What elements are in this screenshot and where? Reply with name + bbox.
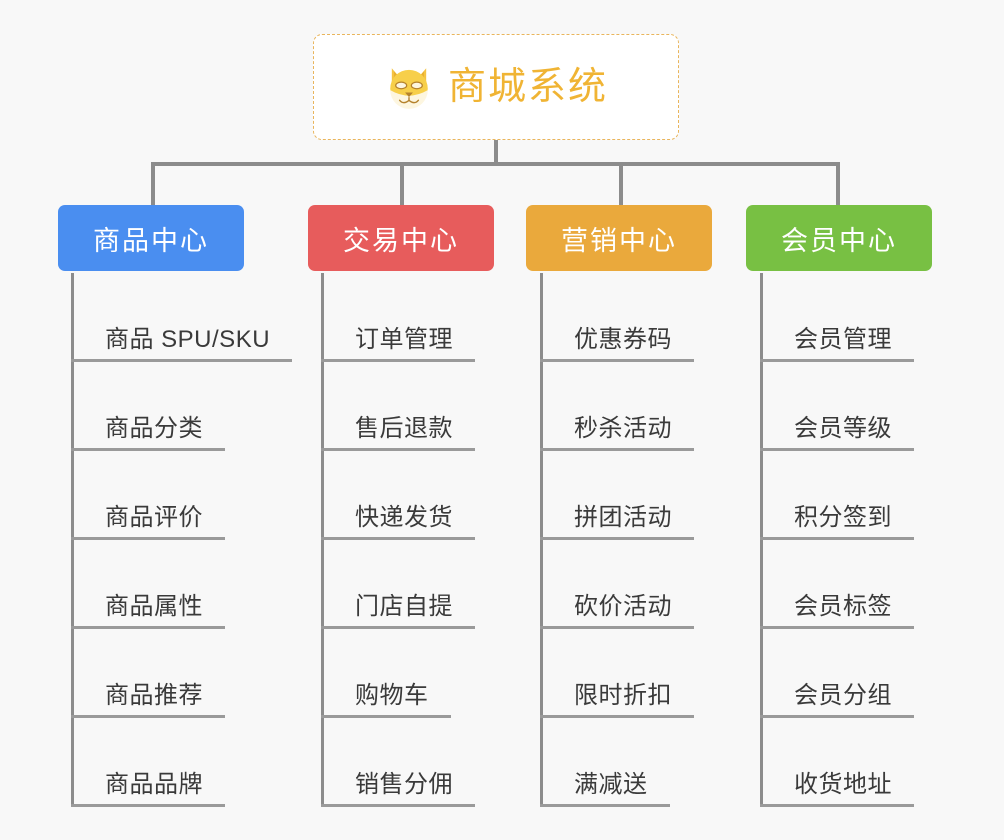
leaf-item[interactable]: 满减送 [540,718,670,807]
category-label: 交易中心 [343,225,459,256]
leaf-item[interactable]: 商品推荐 [71,629,225,718]
leaf-item[interactable]: 商品属性 [71,540,225,629]
root-stem-connector [494,140,498,165]
leaf-trunk-line [321,273,324,807]
leaf-item[interactable]: 销售分佣 [321,718,475,807]
leaf-item-label: 拼团活动 [574,503,672,531]
root-node-title: 商城系统 [447,66,608,108]
leaf-item-label: 售后退款 [355,414,453,442]
leaf-item[interactable]: 积分签到 [760,451,914,540]
drop-connector-1 [151,162,155,206]
leaf-item[interactable]: 会员标签 [760,540,914,629]
leaf-item-label: 商品品牌 [105,770,203,798]
leaf-item-label: 满减送 [574,770,648,798]
leaf-item[interactable]: 商品分类 [71,362,225,451]
leaf-item[interactable]: 商品评价 [71,451,225,540]
leaf-item-label: 秒杀活动 [574,414,672,442]
leaf-item[interactable]: 秒杀活动 [540,362,694,451]
leaf-item[interactable]: 订单管理 [321,273,475,362]
leaf-item[interactable]: 收货地址 [760,718,914,807]
category-label: 营销中心 [561,225,677,256]
leaf-item-label: 商品属性 [105,592,203,620]
drop-connector-4 [836,162,840,206]
drop-connector-3 [619,162,623,206]
drop-connector-2 [400,162,404,206]
leaf-item[interactable]: 门店自提 [321,540,475,629]
leaf-item-label: 砍价活动 [574,592,672,620]
leaf-item-label: 商品分类 [105,414,203,442]
leaf-item-label: 商品 SPU/SKU [105,325,271,353]
leaf-item[interactable]: 购物车 [321,629,451,718]
leaf-item-label: 快递发货 [355,503,453,531]
root-node-shop-system[interactable]: 商城系统 [313,34,679,140]
category-label: 会员中心 [781,225,897,256]
leaf-item[interactable]: 会员分组 [760,629,914,718]
leaf-trunk-line [71,273,74,807]
leaf-item[interactable]: 砍价活动 [540,540,694,629]
leaf-item[interactable]: 拼团活动 [540,451,694,540]
category-box-product-center[interactable]: 商品中心 [58,205,244,271]
leaf-item-label: 积分签到 [794,503,892,531]
leaf-trunk-line [760,273,763,807]
leaf-item[interactable]: 优惠券码 [540,273,694,362]
leaf-item[interactable]: 售后退款 [321,362,475,451]
leaf-item[interactable]: 限时折扣 [540,629,694,718]
category-box-marketing-center[interactable]: 营销中心 [526,205,712,271]
leaf-item[interactable]: 快递发货 [321,451,475,540]
leaf-item-label: 收货地址 [794,770,892,798]
leaf-item-label: 销售分佣 [355,770,453,798]
leaf-item-label: 会员标签 [794,592,892,620]
horizontal-bus-connector [151,162,839,166]
leaf-item[interactable]: 会员管理 [760,273,914,362]
leaf-item-label: 限时折扣 [574,681,672,709]
dog-face-icon [384,62,434,112]
leaf-trunk-line [540,273,543,807]
leaf-item-label: 订单管理 [355,325,453,353]
leaf-item-label: 门店自提 [355,592,453,620]
leaf-item-label: 会员管理 [794,325,892,353]
category-box-trade-center[interactable]: 交易中心 [308,205,494,271]
category-box-member-center[interactable]: 会员中心 [746,205,932,271]
leaf-item[interactable]: 商品品牌 [71,718,225,807]
leaf-item-label: 商品评价 [105,503,203,531]
leaf-item-label: 优惠券码 [574,325,672,353]
leaf-item-label: 会员分组 [794,681,892,709]
leaf-item-label: 会员等级 [794,414,892,442]
leaf-item[interactable]: 会员等级 [760,362,914,451]
leaf-item-label: 商品推荐 [105,681,203,709]
leaf-item[interactable]: 商品 SPU/SKU [71,273,293,362]
category-label: 商品中心 [93,225,209,256]
leaf-item-label: 购物车 [355,681,429,709]
